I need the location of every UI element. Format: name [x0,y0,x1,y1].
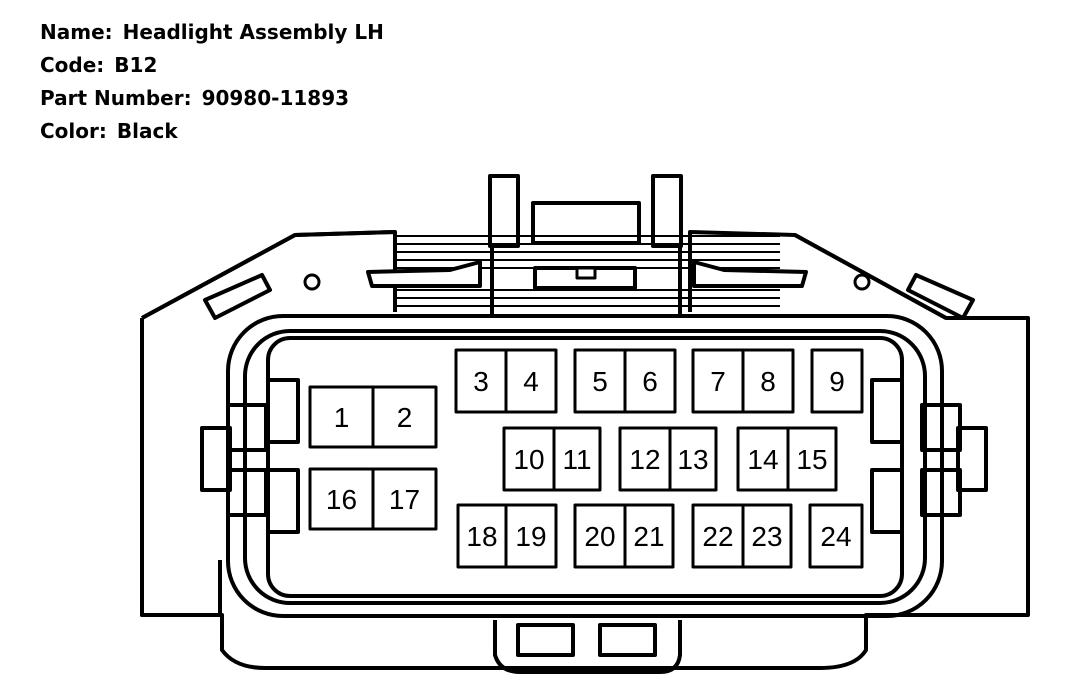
pin-number-12: 12 [629,444,660,475]
pin-cavity-12 [618,426,672,492]
right-mount-hole [853,273,871,291]
lock-post-left [488,174,520,248]
color-row: Color: Black [40,115,384,148]
pin-number-7: 7 [710,366,726,397]
pin-number-10: 10 [513,444,544,475]
pin-number-24: 24 [820,521,851,552]
pin-cavity-15 [786,426,838,492]
bottom-tab-left [516,623,575,657]
inner-left-latch-lower [266,468,300,534]
face-middle [243,329,927,605]
pin-number-20: 20 [584,521,615,552]
name-value: Headlight Assembly LH [122,20,384,44]
face-inner [266,336,904,598]
pin-number-6: 6 [642,366,658,397]
pin-number-3: 3 [473,366,489,397]
lock-arm-left [366,260,482,288]
code-row: Code: B12 [40,49,384,82]
part-number-value: 90980-11893 [201,86,350,110]
pin-cavity-3 [454,348,508,414]
pin-cavity-16 [308,467,375,531]
pin-number-19: 19 [515,521,546,552]
pin-number-13: 13 [677,444,708,475]
left-mount-hole [303,273,321,291]
bottom-tab-outline [493,620,682,674]
pin-number-1: 1 [334,402,350,433]
pin-cavity-22 [691,503,745,569]
connector-info: Name: Headlight Assembly LH Code: B12 Part… [40,16,384,148]
pin-cavity-2 [371,385,438,449]
pin-cavity-7 [691,348,745,414]
color-value: Black [116,119,178,143]
pin-cavity-14 [736,426,790,492]
pin-cavity-6 [623,348,677,414]
lock-arm-right [692,260,808,288]
pin-number-21: 21 [633,521,664,552]
color-label: Color: [40,119,107,143]
pin-number-2: 2 [397,402,413,433]
left-wing-slot [203,273,272,320]
pin-cavity-21 [623,503,675,569]
pin-cavity-13 [668,426,718,492]
inner-right-latch-lower [870,468,904,534]
name-label: Name: [40,20,113,44]
pin-cavity-19 [504,503,558,569]
code-label: Code: [40,53,105,77]
pin-number-22: 22 [702,521,733,552]
left-side-latch-outer [200,426,232,492]
pin-number-18: 18 [466,521,497,552]
pin-number-16: 16 [326,484,357,515]
pin-number-5: 5 [592,366,608,397]
part-number-label: Part Number: [40,86,192,110]
pin-number-4: 4 [523,366,539,397]
pin-number-11: 11 [562,444,591,475]
pin-cavity-9 [810,348,864,414]
code-value: B12 [114,53,158,77]
pin-number-8: 8 [760,366,776,397]
pin-cavity-20 [573,503,627,569]
pin-cavity-5 [573,348,627,414]
right-side-latch-outer [956,426,988,492]
face-outer [226,314,944,618]
lock-ribs [395,235,780,307]
lock-notch [575,266,597,280]
pin-cavity-8 [741,348,795,414]
pin-cavity-4 [504,348,558,414]
outer-left-wing [141,230,396,320]
pin-cavity-23 [741,503,793,569]
name-row: Name: Headlight Assembly LH [40,16,384,49]
pin-number-15: 15 [796,444,827,475]
right-wing-slot [906,273,975,320]
lock-post-right [651,174,683,248]
bottom-tab-right [598,623,657,657]
pin-number-23: 23 [751,521,782,552]
inner-right-latch-upper [870,378,904,444]
pin-cavity-17 [371,467,438,531]
pin-number-9: 9 [829,366,845,397]
pin-cavity-11 [552,426,602,492]
pin-cavity-24 [808,503,864,569]
pin-number-14: 14 [747,444,778,475]
pin-number-17: 17 [389,484,420,515]
part-number-row: Part Number: 90980-11893 [40,82,384,115]
pin-cavity-1 [308,385,375,449]
inner-left-latch-upper [266,378,300,444]
